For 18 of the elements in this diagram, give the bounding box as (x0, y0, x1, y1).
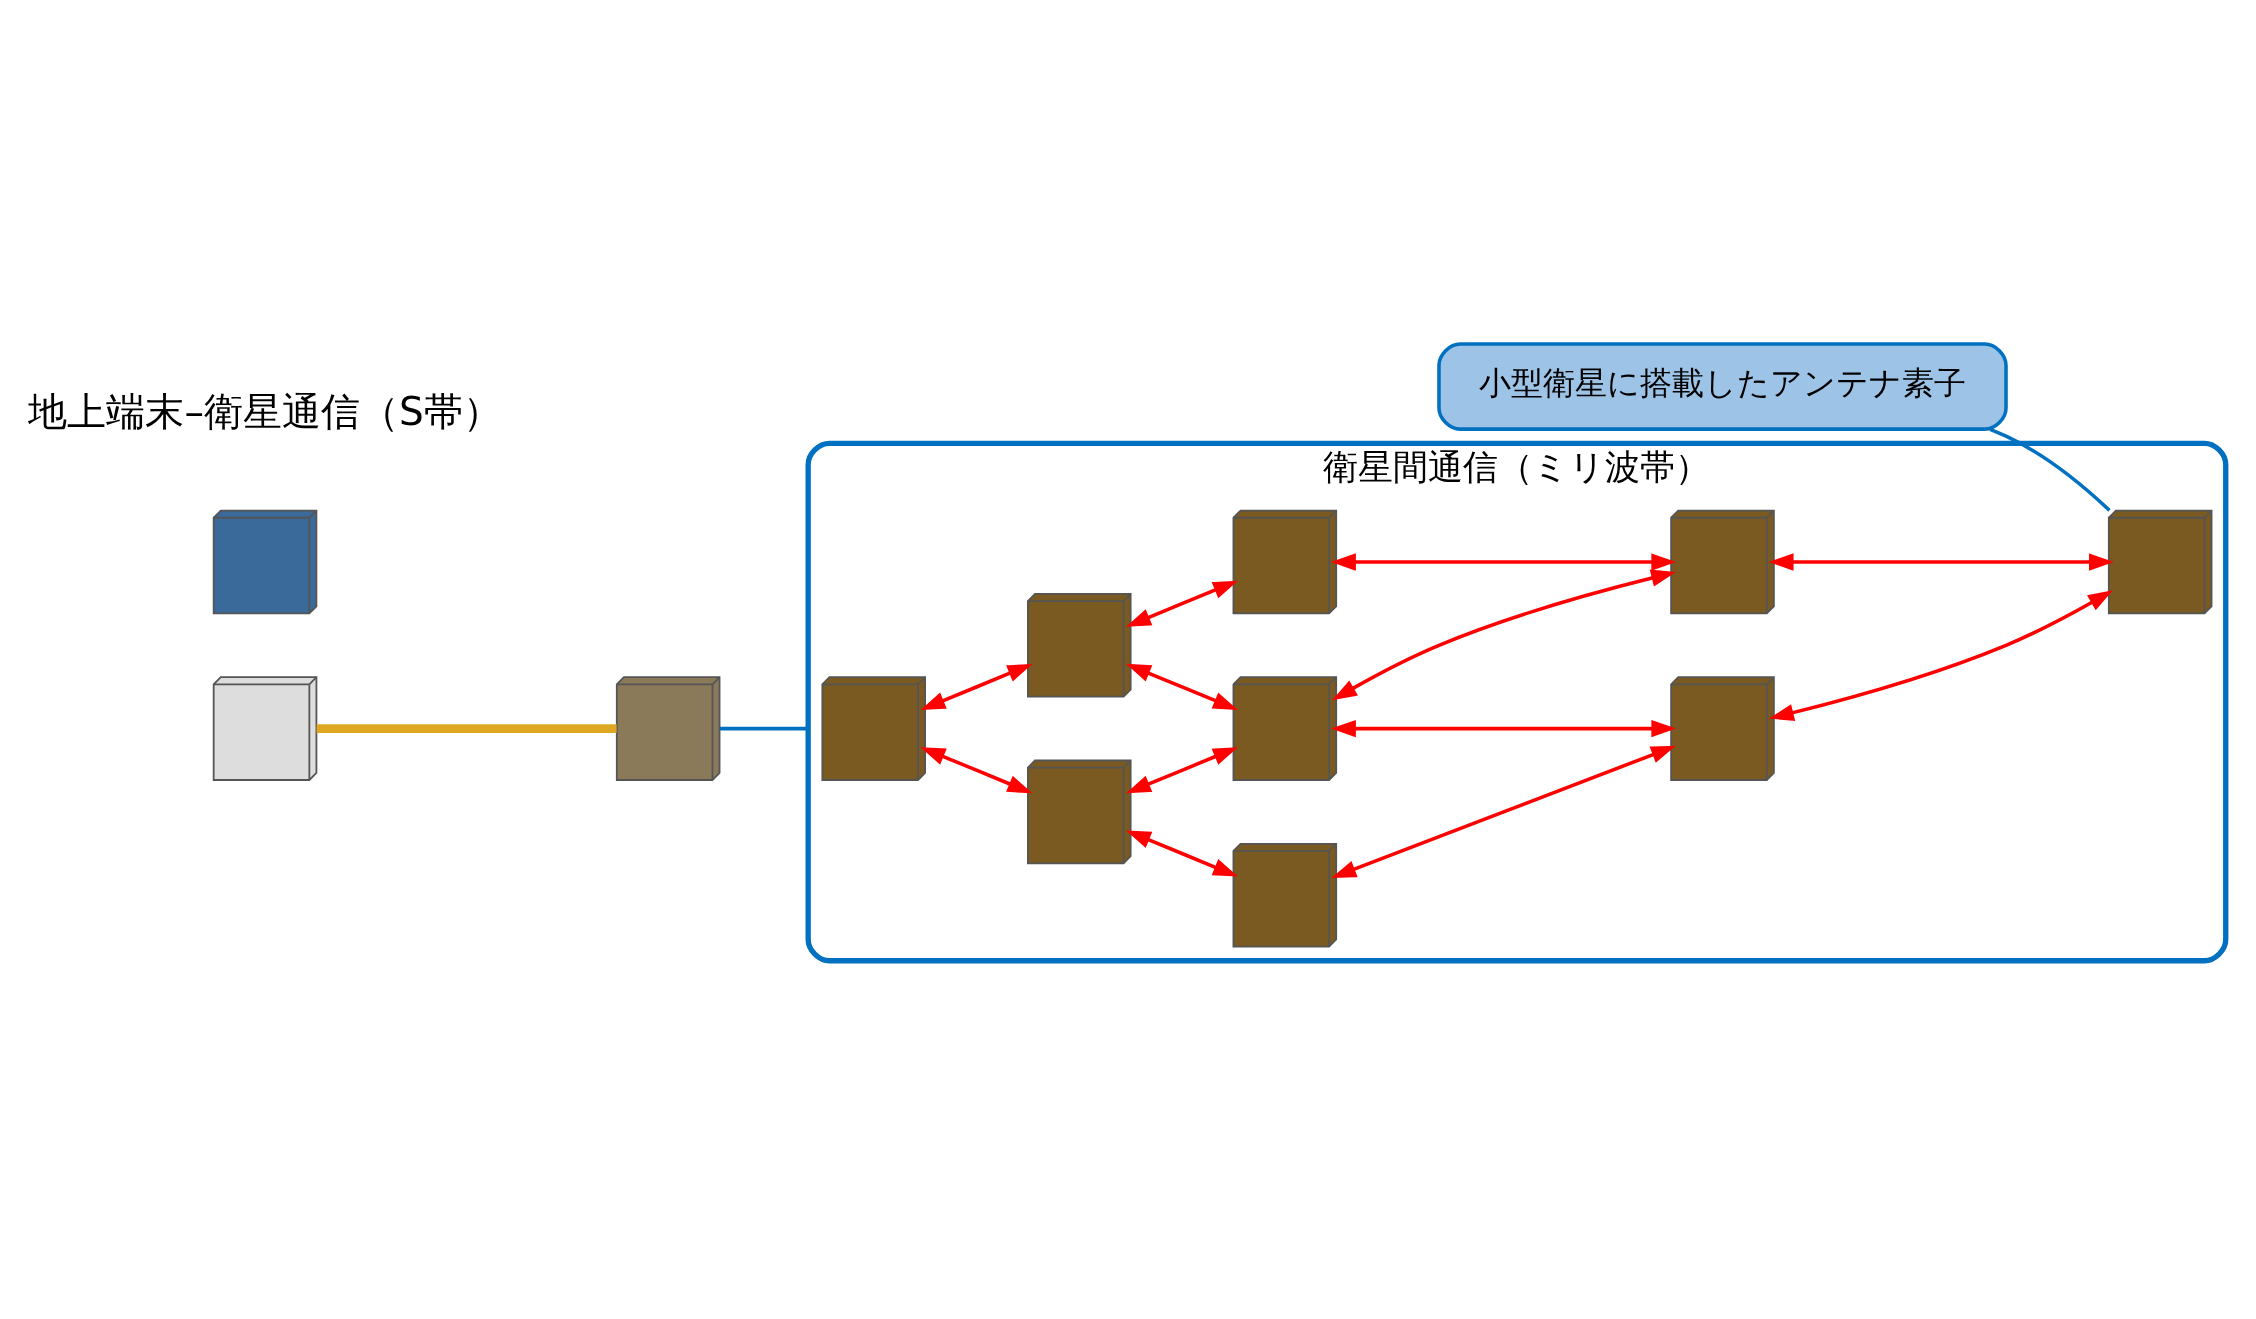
arrow (920, 747, 1033, 794)
arrow (1331, 745, 1676, 878)
arrow (1332, 569, 1676, 701)
connector (719, 726, 809, 731)
connector (316, 724, 617, 734)
connector (1989, 427, 2111, 512)
label: 地上端末–衛星通信（S帯） (28, 388, 502, 434)
arrow (1126, 747, 1238, 794)
node-box: 小型衛星に搭載したアンテナ素子 (1437, 342, 2008, 431)
arrow (1768, 553, 2114, 571)
arrow (1769, 590, 2113, 722)
arrow (1126, 663, 1238, 710)
arrow (1126, 830, 1238, 877)
cluster: 衛星間通信（ミリ波帯） (805, 440, 2229, 964)
arrow (1331, 553, 1677, 571)
arrow (1126, 580, 1238, 627)
arrow (920, 663, 1033, 711)
arrow (1331, 719, 1677, 738)
